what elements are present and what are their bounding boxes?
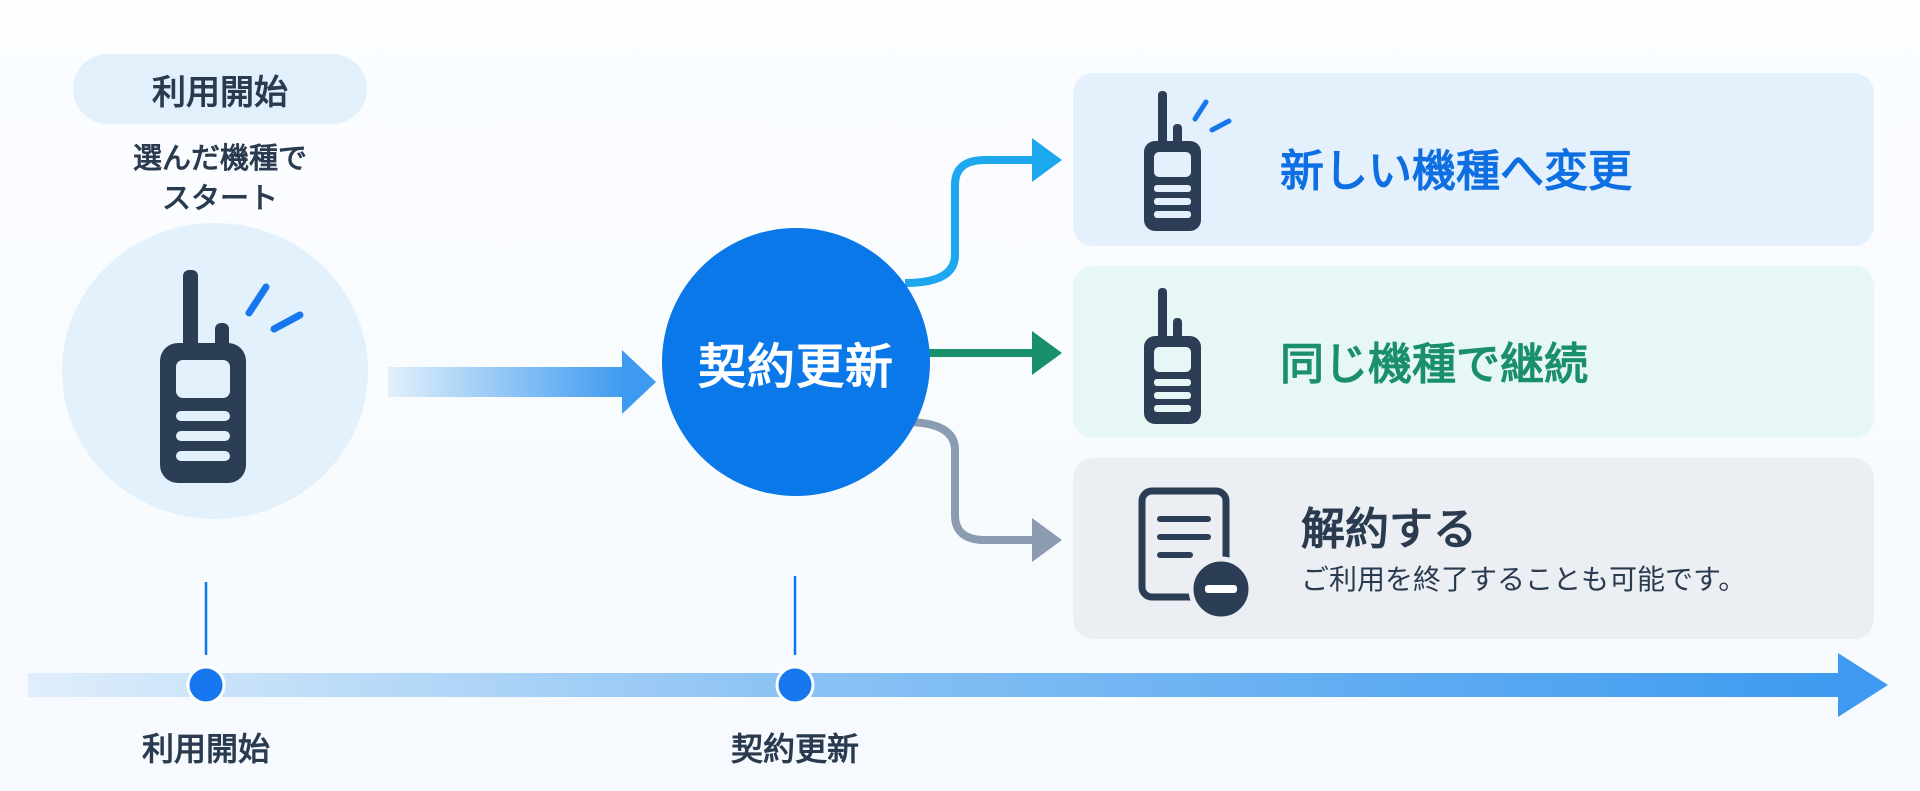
flow-arrow (388, 350, 656, 414)
start-caption-line2: スタート (161, 181, 278, 215)
timeline-marker-start (186, 665, 226, 705)
walkie-talkie-icon (1144, 91, 1232, 231)
timeline-marker-renewal (775, 665, 815, 705)
branch-arrow-continue (928, 331, 1062, 375)
walkie-talkie-icon (160, 270, 304, 483)
start-caption: 選んだ機種で スタート (73, 138, 367, 218)
option-title-continue: 同じ機種で継続 (1280, 339, 1588, 390)
timeline-label-start: 利用開始 (141, 730, 271, 768)
option-card-continue[interactable]: 同じ機種で継続 (1073, 266, 1874, 438)
branch-arrow-cancel (904, 418, 1062, 562)
timeline-label-renewal: 契約更新 (730, 730, 860, 768)
option-card-cancel[interactable]: 解約する ご利用を終了することも可能です。 (1073, 458, 1874, 639)
start-pill-label: 利用開始 (152, 72, 288, 113)
start-device-circle (62, 223, 368, 519)
option-card-change[interactable]: 新しい機種へ変更 (1073, 73, 1874, 246)
renewal-node: 契約更新 (662, 228, 930, 496)
option-subtitle-cancel: ご利用を終了することも可能です。 (1301, 563, 1747, 596)
option-title-change: 新しい機種へ変更 (1280, 146, 1632, 197)
document-minus-icon (1138, 487, 1254, 622)
timeline (28, 576, 1888, 717)
branch-arrow-change (904, 138, 1062, 287)
renewal-label: 契約更新 (697, 339, 894, 395)
start-pill: 利用開始 (73, 54, 367, 124)
option-title-cancel: 解約する (1301, 504, 1477, 555)
start-caption-line1: 選んだ機種で (132, 141, 307, 175)
walkie-talkie-icon (1144, 288, 1201, 424)
